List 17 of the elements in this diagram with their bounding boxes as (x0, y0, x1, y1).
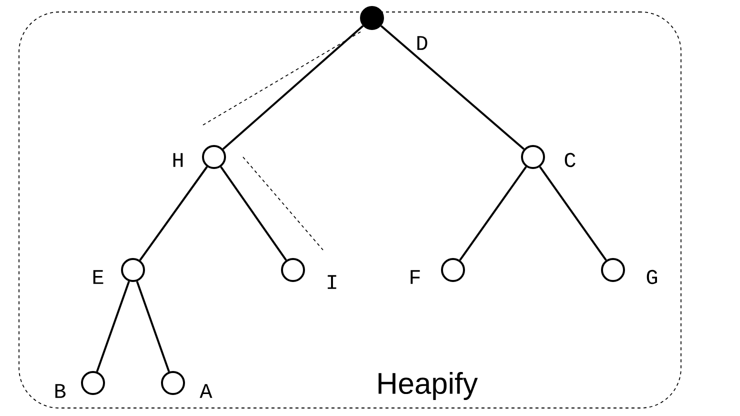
tree-edge (539, 166, 607, 261)
node-letter: A (200, 384, 212, 398)
node-letter: E (93, 270, 104, 284)
tree-edge (220, 166, 287, 261)
node-letter: C (564, 152, 576, 168)
node-letter: D (417, 36, 428, 50)
node-letter: I (328, 275, 336, 289)
tree-edge (136, 280, 170, 372)
tree-edge (459, 166, 527, 261)
tree-edge (139, 166, 208, 261)
node-letter: G (646, 270, 657, 284)
node-letter: H (173, 153, 183, 167)
tree-edge (380, 25, 525, 150)
tree-edge (96, 280, 130, 372)
node-letter: B (55, 384, 66, 398)
node-letter: F (410, 270, 420, 284)
tree-edge (222, 25, 364, 150)
